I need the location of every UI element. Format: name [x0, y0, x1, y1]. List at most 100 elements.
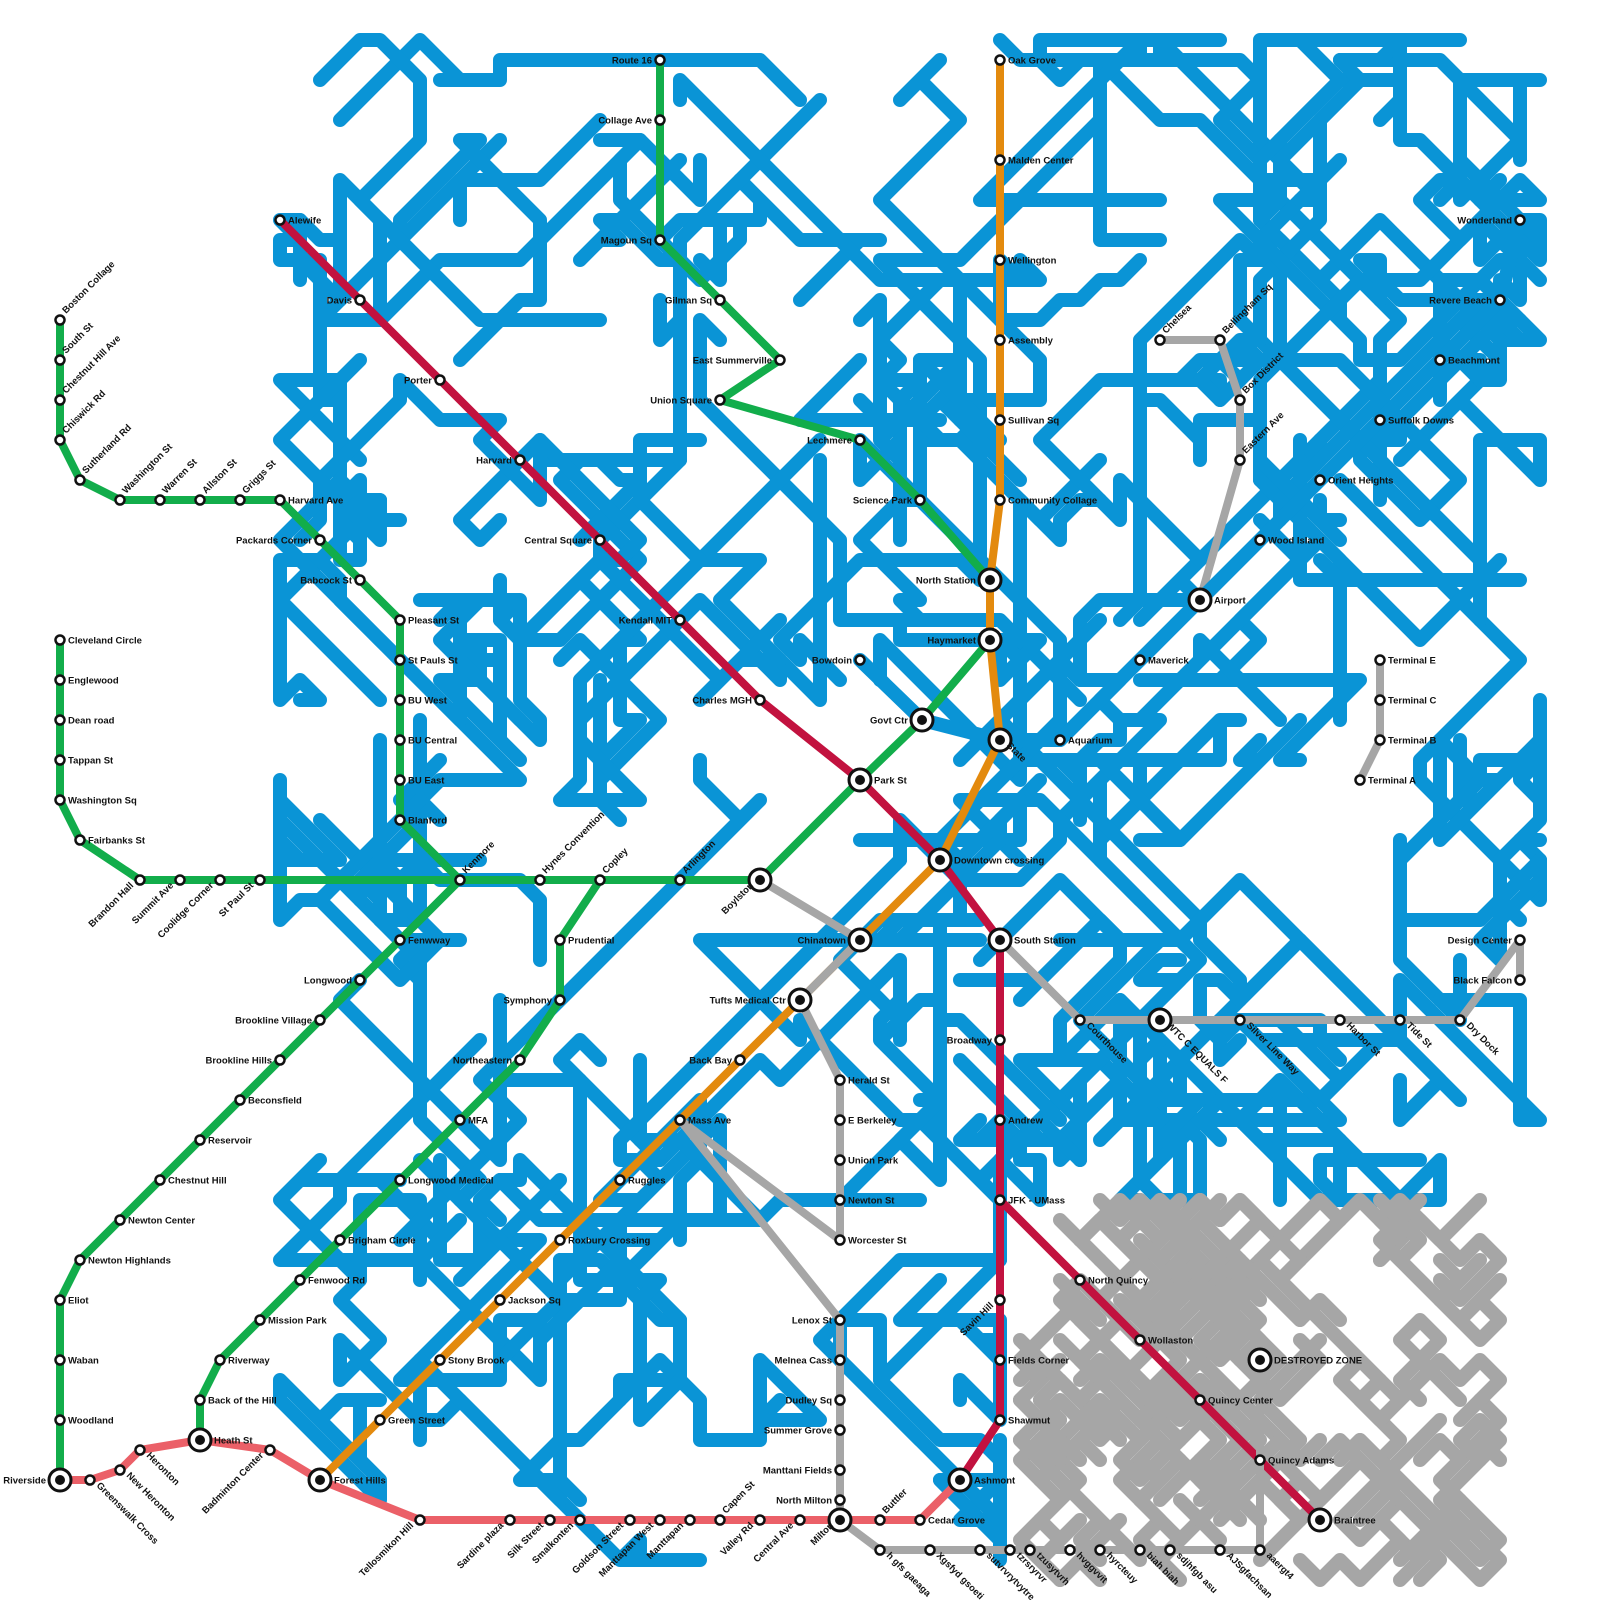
station-label: Harvard — [476, 456, 512, 467]
station-dot — [396, 616, 405, 625]
station-dot — [996, 496, 1005, 505]
station-label: North Quincy — [1088, 1276, 1149, 1287]
station-label: Tappan St — [68, 756, 114, 767]
station-dot — [596, 876, 605, 885]
station[interactable]: MFA — [456, 1116, 489, 1127]
station-label: South Station — [1014, 936, 1076, 947]
station[interactable]: Suffolk Downs — [1376, 416, 1454, 427]
station-dot — [276, 1056, 285, 1065]
station-dot — [1056, 736, 1065, 745]
station-label: Ashmont — [974, 1476, 1016, 1487]
station-dot — [996, 1196, 1005, 1205]
station[interactable]: Washington Sq — [56, 796, 137, 807]
station[interactable]: Andrew — [996, 1116, 1044, 1127]
station-dot — [86, 1476, 95, 1485]
station-label: Back Bay — [689, 1056, 732, 1067]
station[interactable]: Roxbury Crossing — [556, 1236, 651, 1247]
station-dot — [156, 1176, 165, 1185]
station-dot — [316, 536, 325, 545]
transfer-station-dot — [935, 855, 945, 865]
transfer-station-dot — [855, 775, 865, 785]
station-dot — [56, 716, 65, 725]
station-label: Magoun Sq — [601, 236, 652, 247]
station-dot — [396, 816, 405, 825]
station-dot — [836, 1316, 845, 1325]
station-dot — [456, 876, 465, 885]
station[interactable]: Back of the Hill — [196, 1396, 277, 1407]
station-dot — [1336, 1016, 1345, 1025]
station[interactable]: Quincy Center — [1196, 1396, 1274, 1407]
station[interactable]: East Summerville — [693, 356, 785, 367]
station-label: Lechmere — [807, 436, 852, 447]
station[interactable]: BU East — [396, 776, 446, 787]
station-dot — [596, 536, 605, 545]
station-dot — [56, 396, 65, 405]
station-label: Newton St — [848, 1196, 895, 1207]
transfer-station-dot — [985, 635, 995, 645]
station[interactable]: Quincy Adams — [1256, 1456, 1335, 1467]
station[interactable]: Brigham Circle — [336, 1236, 416, 1247]
station[interactable]: Cleveland Circle — [56, 636, 142, 647]
station[interactable]: Harvard — [476, 456, 524, 467]
station-label: Collage Ave — [598, 116, 652, 127]
station-label: Davis — [327, 296, 352, 307]
station-dot — [56, 796, 65, 805]
station-dot — [236, 496, 245, 505]
station-dot — [616, 1176, 625, 1185]
station[interactable]: Waban — [56, 1356, 99, 1367]
station[interactable]: Longwood Medical — [396, 1176, 494, 1187]
station-dot — [56, 756, 65, 765]
station-dot — [716, 396, 725, 405]
station-label: Braintree — [1334, 1516, 1376, 1527]
station-label: Newton Center — [128, 1216, 195, 1227]
station-dot — [1156, 336, 1165, 345]
station[interactable]: Eliot — [56, 1296, 90, 1307]
station[interactable]: Orient Heights — [1316, 476, 1394, 487]
station-label: Pleasant St — [408, 616, 460, 627]
station-dot — [56, 636, 65, 645]
station-dot — [1236, 396, 1245, 405]
station-label: DESTROYED ZONE — [1274, 1356, 1362, 1367]
station-dot — [836, 1116, 845, 1125]
station[interactable]: Newton Highlands — [76, 1256, 171, 1267]
station-dot — [1026, 1546, 1035, 1555]
station[interactable]: Ruggles — [616, 1176, 666, 1187]
station-dot — [136, 1446, 145, 1455]
station-label: Reservoir — [208, 1136, 252, 1147]
station-dot — [336, 1236, 345, 1245]
station[interactable]: Brookline Village — [235, 1016, 324, 1027]
station-dot — [76, 1256, 85, 1265]
station-dot — [656, 116, 665, 125]
transfer-station-dot — [917, 715, 927, 725]
station-dot — [736, 1056, 745, 1065]
station[interactable]: Alewife — [276, 216, 322, 227]
station-label: St Pauls St — [408, 656, 458, 667]
station-dot — [496, 1296, 505, 1305]
station-label: Wollaston — [1148, 1336, 1193, 1347]
station-label: Washington Sq — [68, 796, 137, 807]
station[interactable]: Newton Center — [116, 1216, 196, 1227]
station[interactable]: Community Collage — [996, 496, 1098, 507]
station-label: Haymarket — [927, 636, 976, 647]
station[interactable]: Porter — [404, 376, 444, 387]
station[interactable]: Davis — [327, 296, 365, 307]
station-dot — [516, 456, 525, 465]
station-label: Quincy Center — [1208, 1396, 1273, 1407]
station-dot — [856, 656, 865, 665]
station-label: Terminal E — [1388, 656, 1436, 667]
station-dot — [1516, 936, 1525, 945]
station-dot — [836, 1466, 845, 1475]
station-dot — [1316, 476, 1325, 485]
station-dot — [996, 336, 1005, 345]
station[interactable]: Malden Center — [996, 156, 1074, 167]
station-dot — [256, 876, 265, 885]
station-label: Union Park — [848, 1156, 899, 1167]
station-label: Cleveland Circle — [68, 636, 142, 647]
station-dot — [1456, 1016, 1465, 1025]
station-dot — [296, 1276, 305, 1285]
station-dot — [1436, 356, 1445, 365]
station[interactable]: Packards Corner — [236, 536, 325, 547]
station-dot — [396, 736, 405, 745]
station-dot — [56, 1296, 65, 1305]
